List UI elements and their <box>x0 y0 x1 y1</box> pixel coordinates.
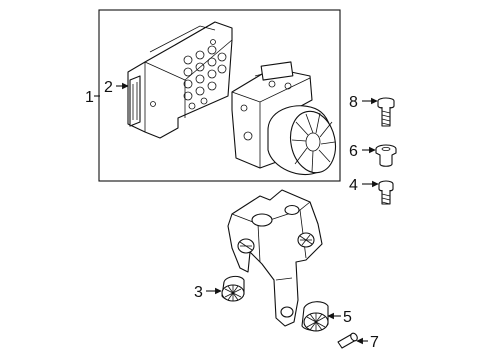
sleeve <box>375 144 397 167</box>
callout-3: 3 <box>194 284 203 301</box>
hydraulic-unit <box>231 61 337 176</box>
pin-sleeve <box>337 332 358 349</box>
isolator-right <box>301 301 329 332</box>
screw <box>378 180 394 205</box>
callout-5: 5 <box>343 309 352 326</box>
callout-4: 4 <box>349 177 358 194</box>
callout-1: 1 <box>85 89 94 106</box>
bolt <box>377 97 395 127</box>
callout-8: 8 <box>349 94 358 111</box>
isolator-left <box>221 275 245 302</box>
mounting-bracket <box>227 189 323 327</box>
callout-2: 2 <box>104 79 113 96</box>
callout-6: 6 <box>349 143 358 160</box>
callout-7: 7 <box>370 334 379 351</box>
control-module <box>127 21 233 139</box>
